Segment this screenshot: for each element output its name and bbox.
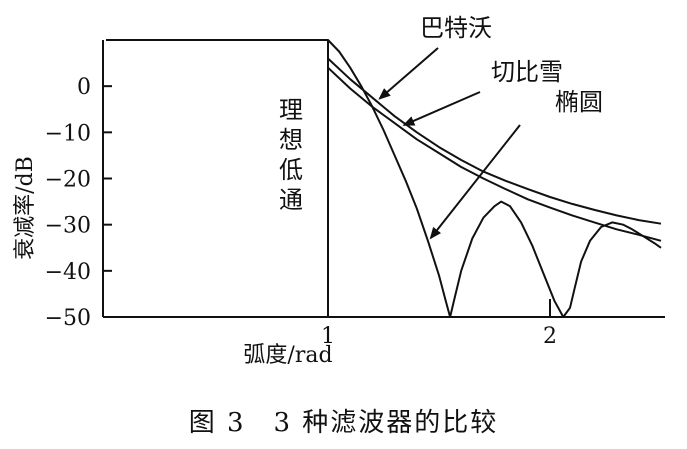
y-tick-label: −50 [45, 306, 91, 331]
ideal-lowpass-label: 通 [279, 186, 303, 214]
ideal-lowpass-label: 想 [279, 126, 303, 154]
annotation-arrow-butterworth [378, 47, 439, 100]
y-axis-label: 衰减率/dB [13, 156, 38, 260]
series-line-butterworth [327, 57, 662, 225]
annotation-label-elliptic: 椭圆 [555, 88, 603, 116]
figure-caption: 图 3 3 种滤波器的比较 [188, 408, 499, 438]
y-tick-label: −30 [45, 214, 91, 239]
y-tick-label: −40 [45, 260, 91, 285]
ideal-lowpass-label: 低 [279, 156, 303, 184]
x-tick-label: 2 [543, 324, 557, 349]
axes: 0 −10 −20 −30 −40 −50 1 2 [45, 40, 665, 349]
annotation-arrow-chebyshev [402, 91, 481, 126]
series-line-elliptic [327, 39, 662, 318]
annotation-arrow-elliptic [429, 124, 521, 240]
y-tick-label: −20 [45, 168, 91, 193]
x-axis-label: 弧度/rad [243, 343, 332, 368]
annotation-label-chebyshev: 切比雪 [491, 58, 563, 86]
series-group [106, 39, 662, 318]
x-tick-label: 1 [321, 324, 335, 349]
y-tick-label: −10 [45, 121, 91, 146]
ideal-lowpass-label: 理 [279, 96, 303, 124]
annotation-label-butterworth: 巴特沃 [420, 14, 492, 42]
y-tick-label: 0 [77, 75, 91, 100]
